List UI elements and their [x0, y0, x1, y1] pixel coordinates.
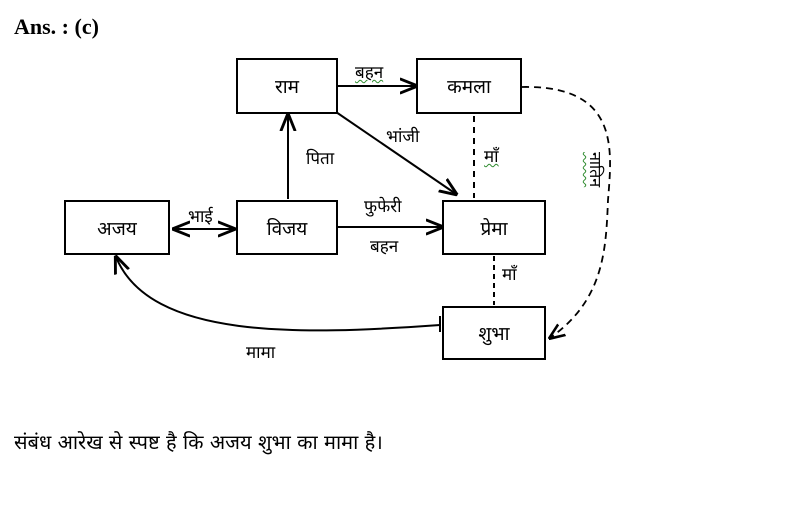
label-shubha-ajay: मामा: [246, 343, 276, 363]
label-vijay-prema-bottom: बहन: [370, 237, 399, 257]
edge-shubha-ajay: [116, 257, 441, 332]
label-ram-prema: भांजी: [386, 127, 420, 147]
node-ram: राम: [236, 58, 338, 114]
answer-heading: Ans. : (c): [14, 14, 99, 39]
label-kamla-shubha: नातिन: [586, 152, 605, 188]
label-kamla-prema: माँ: [484, 147, 499, 167]
label-vijay-prema-top: फुफेरी: [364, 197, 402, 217]
node-kamla: कमला: [416, 58, 522, 114]
node-vijay: विजय: [236, 200, 338, 255]
label-ram-kamla: बहन: [355, 63, 384, 83]
node-shubha: शुभा: [442, 306, 546, 360]
node-ajay: अजय: [64, 200, 170, 255]
conclusion-text: संबंध आरेख से स्पष्ट है कि अजय शुभा का म…: [14, 430, 383, 454]
node-prema: प्रेमा: [442, 200, 546, 255]
edge-kamla-shubha: [521, 86, 611, 338]
label-ajay-vijay: भाई: [188, 207, 213, 227]
label-vijay-ram: पिता: [306, 149, 335, 169]
label-prema-shubha: माँ: [502, 265, 517, 285]
edge-ram-prema: [335, 111, 456, 194]
